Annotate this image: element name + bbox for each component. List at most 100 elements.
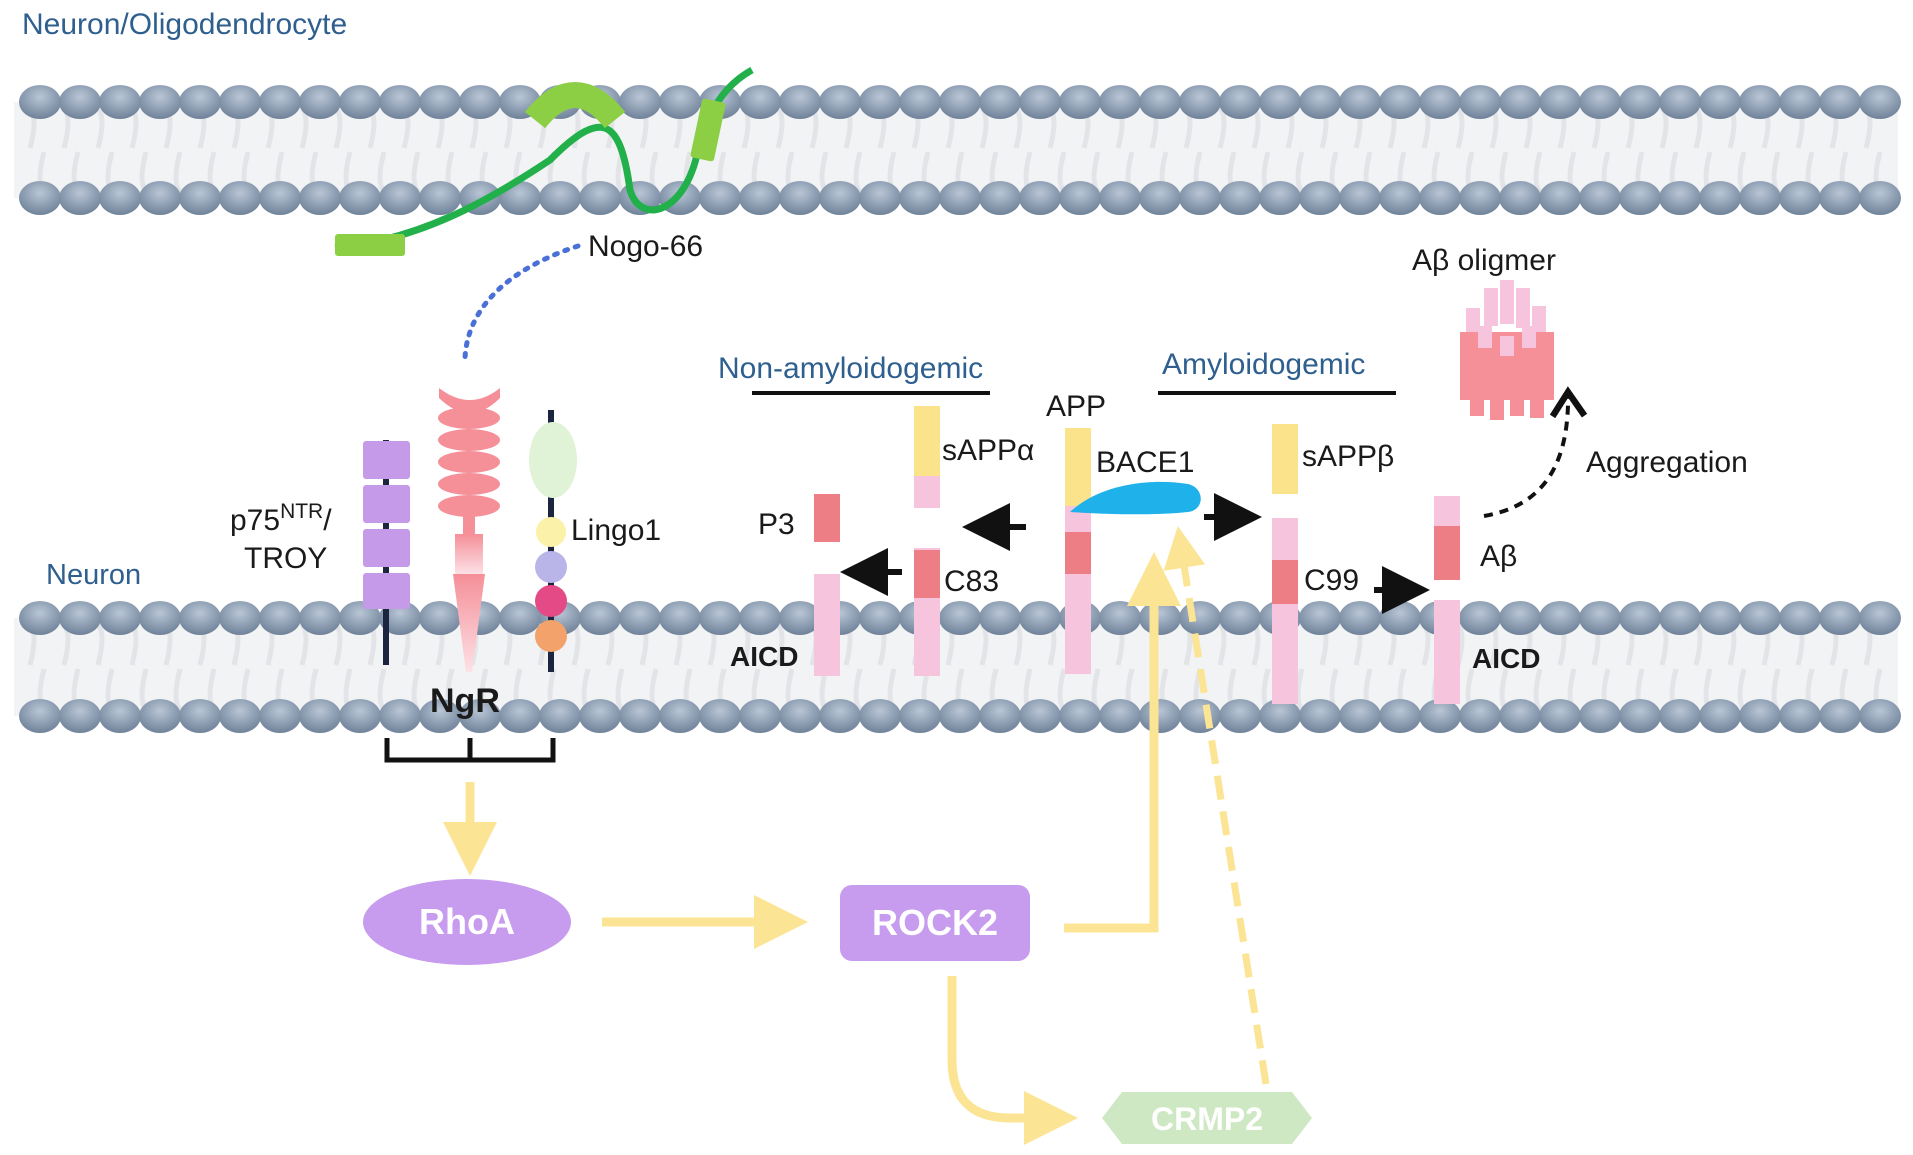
lipid-head [339,85,381,119]
lipid-head [939,601,981,635]
lipid-head [1419,699,1461,733]
lipid-head [1259,181,1301,215]
lipid-head [419,181,461,215]
lipid-head [1179,85,1221,119]
lipid-head [1619,601,1661,635]
lipid-head [1619,85,1661,119]
lipid-head [1739,85,1781,119]
lipid-head [1779,181,1821,215]
lipid-head [619,699,661,733]
amyloidogenic-header: Amyloidogemic [1162,348,1365,381]
bottom-compartment-label: Neuron [46,559,141,591]
lipid-head [1219,85,1261,119]
crmp2-label: CRMP2 [1151,1101,1263,1137]
lipid-head [99,85,141,119]
lipid-head [1099,85,1141,119]
nogo-label: Nogo-66 [588,230,703,263]
lipid-head [1619,699,1661,733]
lipid-head [779,181,821,215]
lipid-head [19,85,61,119]
lipid-head [379,181,421,215]
lipid-head [1059,181,1101,215]
lipid-head [739,181,781,215]
arrow-rock2-to-crmp2 [947,976,1078,1145]
lipid-head [1019,699,1061,733]
lipid-head [259,181,301,215]
lipid-head [1379,699,1421,733]
lipid-head [1419,85,1461,119]
lipid-head [579,181,621,215]
lipid-head [1179,601,1221,635]
troy-label: TROY [244,542,327,575]
abeta-oligomer [1460,280,1554,420]
lipid-head [1259,699,1301,733]
app-protein [1065,428,1091,674]
lipid-head [459,85,501,119]
lipid-head [299,85,341,119]
lipid-head [1699,181,1741,215]
lipid-head [1219,601,1261,635]
rhoa-node [363,879,571,965]
lipid-head [1379,601,1421,635]
lipid-head [1339,699,1381,733]
aicd-left-label: AICD [730,641,798,672]
lingo1-label: Lingo1 [571,514,661,547]
lipid-head [779,85,821,119]
aggregation-arrow [1483,386,1588,518]
lipid-head [859,181,901,215]
sapp-alpha-label: sAPPα [942,434,1034,467]
lipid-head [1139,181,1181,215]
ngr-receptor [438,388,500,672]
lipid-head [619,85,661,119]
lipid-head [499,699,541,733]
lipid-head [659,699,701,733]
bace1-label: BACE1 [1096,446,1194,479]
rhoa-label: RhoA [419,901,515,942]
lipid-head [1859,181,1901,215]
lipid-head [1539,181,1581,215]
lipid-head [1099,601,1141,635]
lipid-head [139,601,181,635]
lipid-head [1579,699,1621,733]
receptor-complex-bracket [384,738,556,763]
lipid-head [779,601,821,635]
lipid-head [219,85,261,119]
c99-fragment [1272,518,1298,704]
arrow-rock2-to-bace1 [1064,552,1181,933]
lipid-head [1819,85,1861,119]
lipid-head [979,699,1021,733]
top-compartment-label: Neuron/Oligodendrocyte [22,8,347,41]
lipid-head [59,601,101,635]
lipid-head [299,181,341,215]
lipid-head [979,601,1021,635]
lipid-head [619,601,661,635]
lipid-head [1739,601,1781,635]
lipid-head [1859,85,1901,119]
lipid-head [219,601,261,635]
lipid-head [819,85,861,119]
c83-label: C83 [944,565,999,598]
lipid-head [1819,181,1861,215]
lipid-head [1219,699,1261,733]
lipid-head [1579,181,1621,215]
lipid-head [419,85,461,119]
lipid-head [259,699,301,733]
lipid-head [859,601,901,635]
lipid-head [259,601,301,635]
lipid-head [379,699,421,733]
lipid-head [499,601,541,635]
lipid-head [1179,181,1221,215]
c83-fragment [914,548,940,676]
lipid-head [179,181,221,215]
lipid-head [1739,699,1781,733]
lipid-head [99,699,141,733]
lipid-head [539,699,581,733]
nogo-protein [334,66,754,256]
lipid-head [1379,181,1421,215]
lipid-head [1819,601,1861,635]
lipid-head [139,85,181,119]
abeta-fragment [1434,496,1460,580]
lipid-head [1459,181,1501,215]
lipid-head [179,601,221,635]
